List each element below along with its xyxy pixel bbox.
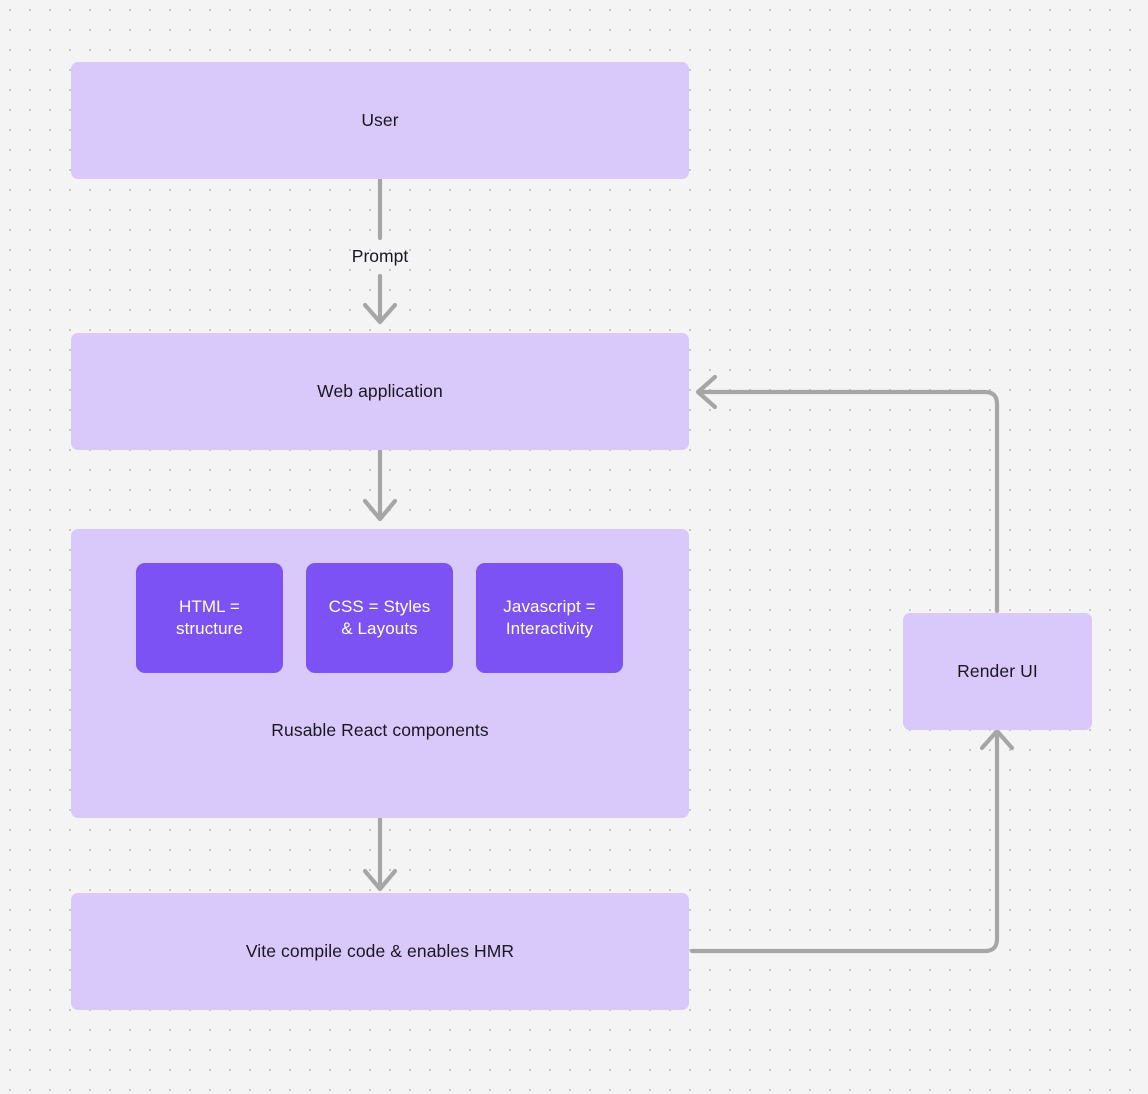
node-render-ui-label: Render UI: [957, 661, 1038, 682]
node-css[interactable]: CSS = Styles & Layouts: [306, 563, 453, 673]
node-web-application-label: Web application: [317, 381, 443, 402]
node-vite-label: Vite compile code & enables HMR: [245, 941, 515, 962]
node-render-ui[interactable]: Render UI: [903, 613, 1092, 730]
node-javascript[interactable]: Javascript = Interactivity: [476, 563, 623, 673]
node-html-label: HTML = structure: [175, 597, 244, 638]
edge-components-to-vite: [362, 816, 398, 892]
node-components-group-label: Rusable React components: [271, 720, 489, 740]
node-javascript-label: Javascript = Interactivity: [503, 597, 596, 638]
node-html[interactable]: HTML = structure: [136, 563, 283, 673]
node-user[interactable]: User: [71, 62, 689, 179]
node-css-label: CSS = Styles & Layouts: [328, 597, 431, 638]
node-user-label: User: [361, 110, 399, 131]
node-web-application[interactable]: Web application: [71, 333, 689, 450]
node-components-group[interactable]: HTML = structure CSS = Styles & Layouts …: [71, 529, 689, 818]
node-vite[interactable]: Vite compile code & enables HMR: [71, 893, 689, 1010]
edge-label-prompt: Prompt: [351, 246, 409, 266]
edge-web-application-to-components: [362, 448, 398, 522]
edge-render-ui-to-web-application: [695, 374, 1000, 614]
edge-vite-to-render-ui: [689, 728, 1015, 954]
